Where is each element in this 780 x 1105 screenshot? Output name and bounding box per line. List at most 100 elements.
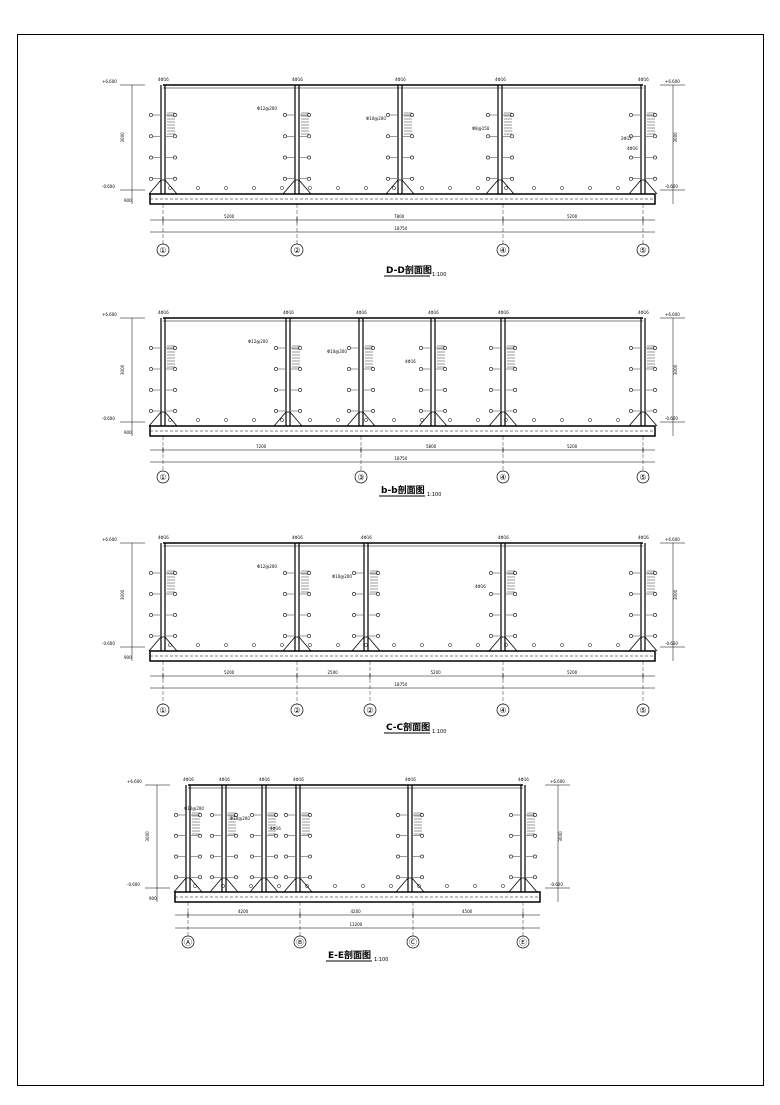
rebar-marker xyxy=(347,388,351,392)
elev-bottom-right: -0.600 xyxy=(550,882,563,887)
section-scale: 1:100 xyxy=(427,492,441,498)
slab-rebar-dot xyxy=(504,186,508,190)
rebar-note: Φ12@200 xyxy=(257,564,277,569)
rebar-marker xyxy=(283,592,287,596)
rebar-marker xyxy=(347,346,351,350)
rebar-marker xyxy=(629,592,633,596)
axis-bubble xyxy=(290,243,304,257)
section-scale: 1:100 xyxy=(432,272,446,278)
rebar-marker xyxy=(629,571,633,575)
axis-bubble xyxy=(496,243,510,257)
elev-bottom-right: -0.600 xyxy=(665,184,678,189)
rebar-marker xyxy=(513,634,517,638)
elev-top-left: +6.600 xyxy=(127,779,142,784)
slab-rebar-dot xyxy=(532,643,536,647)
rebar-marker xyxy=(653,634,657,638)
rebar-marker xyxy=(250,813,254,817)
rebar-marker xyxy=(386,176,390,181)
axis-bubble xyxy=(516,935,530,949)
span-dim: 5200 xyxy=(224,670,235,675)
elev-bottom-left: -0.600 xyxy=(127,882,140,887)
axis-label: ④ xyxy=(499,473,506,482)
rebar-marker xyxy=(274,388,278,392)
rebar-marker xyxy=(149,592,153,596)
span-dim: 5200 xyxy=(567,214,578,219)
rebar-marker xyxy=(629,134,633,139)
slab-rebar-dot xyxy=(392,418,396,422)
slab-rebar-dot xyxy=(420,643,424,647)
total-dim: 18750 xyxy=(395,456,408,461)
rebar-marker xyxy=(284,833,288,838)
axis-label: ① xyxy=(159,473,166,482)
wall-haunch xyxy=(283,877,313,893)
rebar-marker xyxy=(149,113,153,117)
axis-bubble xyxy=(363,703,377,717)
wall-haunch xyxy=(209,877,239,893)
rebar-marker xyxy=(653,155,657,160)
span-dim: 7200 xyxy=(256,444,267,449)
slab-rebar-dot xyxy=(252,643,256,647)
wall-haunch xyxy=(282,179,312,195)
slab-rebar-dot xyxy=(532,186,536,190)
axis-bubble xyxy=(636,470,650,484)
rebar-marker xyxy=(386,134,390,139)
side-dim: 3000 xyxy=(558,831,563,842)
rebar-note: Φ12@200 xyxy=(257,106,277,111)
rebar-marker xyxy=(419,409,423,413)
wall-tag: 4Φ16 xyxy=(292,77,303,82)
axis-label: ② xyxy=(293,246,300,255)
rebar-marker xyxy=(234,875,238,880)
rebar-marker xyxy=(283,613,287,617)
rebar-marker xyxy=(149,634,153,638)
rebar-marker xyxy=(307,176,311,181)
rebar-marker xyxy=(149,155,153,160)
section-title: E-E剖面图 xyxy=(328,949,371,961)
rebar-marker xyxy=(386,113,390,117)
rebar-marker xyxy=(513,592,517,596)
rebar-marker xyxy=(284,875,288,880)
slab-rebar-dot xyxy=(560,418,564,422)
rebar-marker xyxy=(173,571,177,575)
rebar-marker xyxy=(307,592,311,596)
wall-tag: 4Φ16 xyxy=(518,777,529,782)
rebar-marker xyxy=(149,388,153,392)
rebar-marker xyxy=(653,592,657,596)
span-dim: 2500 xyxy=(328,670,339,675)
rebar-marker xyxy=(307,113,311,117)
side-dim: 3000 xyxy=(120,132,125,143)
wall-haunch xyxy=(395,877,425,893)
elev-bottom-left: -0.600 xyxy=(102,641,115,646)
rebar-marker xyxy=(308,854,312,859)
rebar-marker xyxy=(509,813,513,817)
wall-tag: 4Φ16 xyxy=(283,310,294,315)
side-dim-small: 900 xyxy=(124,430,132,435)
rebar-marker xyxy=(510,113,514,117)
axis-bubble xyxy=(290,703,304,717)
rebar-marker xyxy=(298,409,302,413)
slab-rebar-dot xyxy=(504,418,508,422)
rebar-marker xyxy=(173,155,177,160)
slab-rebar-dot xyxy=(224,643,228,647)
side-dim: 3000 xyxy=(120,364,125,375)
wall-tag: 4Φ16 xyxy=(293,777,304,782)
wall-haunch xyxy=(273,411,303,427)
wall-haunch xyxy=(418,411,448,427)
span-dim: 4500 xyxy=(462,909,473,914)
slab-rebar-dot xyxy=(168,643,172,647)
rebar-marker xyxy=(410,113,414,117)
rebar-marker xyxy=(396,854,400,859)
rebar-marker xyxy=(210,854,214,859)
slab-rebar-dot xyxy=(364,186,368,190)
rebar-marker xyxy=(653,613,657,617)
elev-top-right: +6.600 xyxy=(665,79,680,84)
axis-label: ④ xyxy=(499,246,506,255)
slab-rebar-dot xyxy=(448,418,452,422)
rebar-marker xyxy=(533,854,537,859)
rebar-marker xyxy=(653,571,657,575)
slab-rebar-dot xyxy=(280,643,284,647)
section-title: D-D剖面图 xyxy=(386,264,432,276)
